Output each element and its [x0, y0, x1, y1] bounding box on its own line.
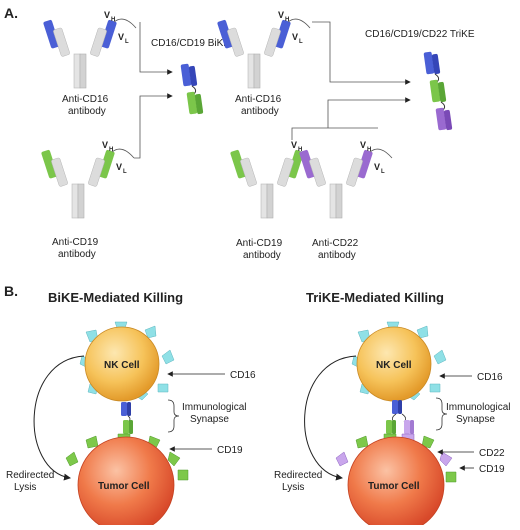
synapse-label-bike-1: Immunological	[182, 402, 246, 413]
synapse-brace	[167, 399, 180, 433]
antibody-right-arm	[90, 19, 117, 57]
vl-subscript: L	[299, 39, 303, 45]
panel-a-letter: A.	[4, 5, 18, 21]
trike-label: CD16/CD19/CD22 TriKE	[365, 29, 475, 40]
synapse-label-trike-1: Immunological	[446, 402, 510, 413]
antibody-right-arm	[264, 19, 291, 57]
vh-subscript: H	[367, 147, 371, 153]
antibody-label-cd16-right-2: antibody	[241, 106, 279, 117]
bike-killing-title: BiKE-Mediated Killing	[48, 290, 183, 305]
vh-subscript: H	[111, 17, 115, 23]
antibody-left-arm	[43, 19, 70, 57]
antibody-label-cd19-left-2: antibody	[58, 249, 96, 260]
bike-bridge	[121, 402, 133, 434]
trike-killing-scene: NK Cell Tumor Cell Redirected Lysis CD16	[274, 321, 510, 530]
redirected-lysis-label-1: Redirected	[6, 470, 54, 481]
vh-subscript: H	[109, 147, 113, 153]
antibody-label-cd22-right-2: antibody	[318, 250, 356, 261]
antibody-label-cd22-right-1: Anti-CD22	[312, 238, 359, 249]
nk-cell-label: NK Cell	[376, 360, 412, 371]
antibody-right-arm	[346, 149, 373, 187]
antibody-right-arm	[277, 149, 304, 187]
vh-label: V	[104, 10, 110, 20]
antibody-label-cd16-left-1: Anti-CD16	[62, 94, 109, 105]
bike-connector-lines	[134, 22, 173, 159]
redirected-lysis-arrow	[33, 355, 85, 481]
antibody-anti-cd16-left: V H V L	[43, 10, 137, 89]
trike-killing-title: TriKE-Mediated Killing	[306, 290, 444, 305]
tumor-cell-label: Tumor Cell	[98, 481, 150, 492]
antibody-label-cd19-right-1: Anti-CD19	[236, 238, 283, 249]
antibody-left-arm	[217, 19, 244, 57]
tumor-receptors	[335, 433, 457, 483]
trike-molecule	[423, 51, 453, 131]
vl-subscript: L	[125, 39, 129, 45]
bike-killing-scene: NK Cell Tumor Cell Redirected Lysis CD16	[6, 321, 256, 530]
tumor-receptors	[65, 433, 189, 481]
vl-label: V	[292, 32, 298, 42]
vl-label: V	[116, 162, 122, 172]
cd22-label: CD22	[479, 448, 505, 459]
trike-bridge	[386, 400, 414, 434]
vl-subscript: L	[123, 169, 127, 175]
redirected-lysis-label-2: Lysis	[282, 482, 304, 493]
nk-cell	[84, 326, 160, 402]
antibody-label-cd19-right-2: antibody	[243, 250, 281, 261]
bike-label: CD16/CD19 BiKE	[151, 38, 230, 49]
vh-label: V	[102, 140, 108, 150]
antibody-anti-cd16-right: V H V L	[217, 10, 311, 89]
tumor-cell	[347, 436, 445, 530]
antibody-right-arm	[88, 149, 115, 187]
redirected-lysis-arrow	[304, 355, 357, 481]
redirected-lysis-label-2: Lysis	[14, 482, 36, 493]
trike-connector-lines	[291, 21, 411, 140]
vl-label: V	[374, 162, 380, 172]
vl-subscript: L	[381, 169, 385, 175]
cd16-label-trike: CD16	[477, 372, 503, 383]
tumor-cell	[77, 436, 175, 530]
vh-subscript: H	[285, 17, 289, 23]
vh-subscript: H	[298, 147, 302, 153]
antibody-left-arm	[299, 149, 326, 187]
synapse-label-bike-2: Synapse	[190, 414, 229, 425]
vh-label: V	[291, 140, 297, 150]
synapse-brace	[435, 397, 448, 431]
antibody-left-arm	[230, 149, 257, 187]
cd16-label-bike: CD16	[230, 370, 256, 381]
antibody-label-cd16-right-1: Anti-CD16	[235, 94, 282, 105]
antibody-anti-cd19-left: V H V L	[41, 140, 135, 219]
synapse-label-trike-2: Synapse	[456, 414, 495, 425]
nk-cell-label: NK Cell	[104, 360, 140, 371]
tumor-cell-label: Tumor Cell	[368, 481, 420, 492]
cd19-label-trike: CD19	[479, 464, 505, 475]
antibody-label-cd19-left-1: Anti-CD19	[52, 237, 99, 248]
vh-label: V	[278, 10, 284, 20]
redirected-lysis-label-1: Redirected	[274, 470, 322, 481]
cd19-label-bike: CD19	[217, 445, 243, 456]
vh-label: V	[360, 140, 366, 150]
panel-b-letter: B.	[4, 283, 18, 299]
antibody-anti-cd19-right: V H V L	[230, 140, 316, 219]
antibody-anti-cd22-right: V H V L	[299, 140, 393, 219]
vl-label: V	[118, 32, 124, 42]
antibody-label-cd16-left-2: antibody	[68, 106, 106, 117]
bike-molecule	[180, 63, 204, 115]
antibody-left-arm	[41, 149, 68, 187]
